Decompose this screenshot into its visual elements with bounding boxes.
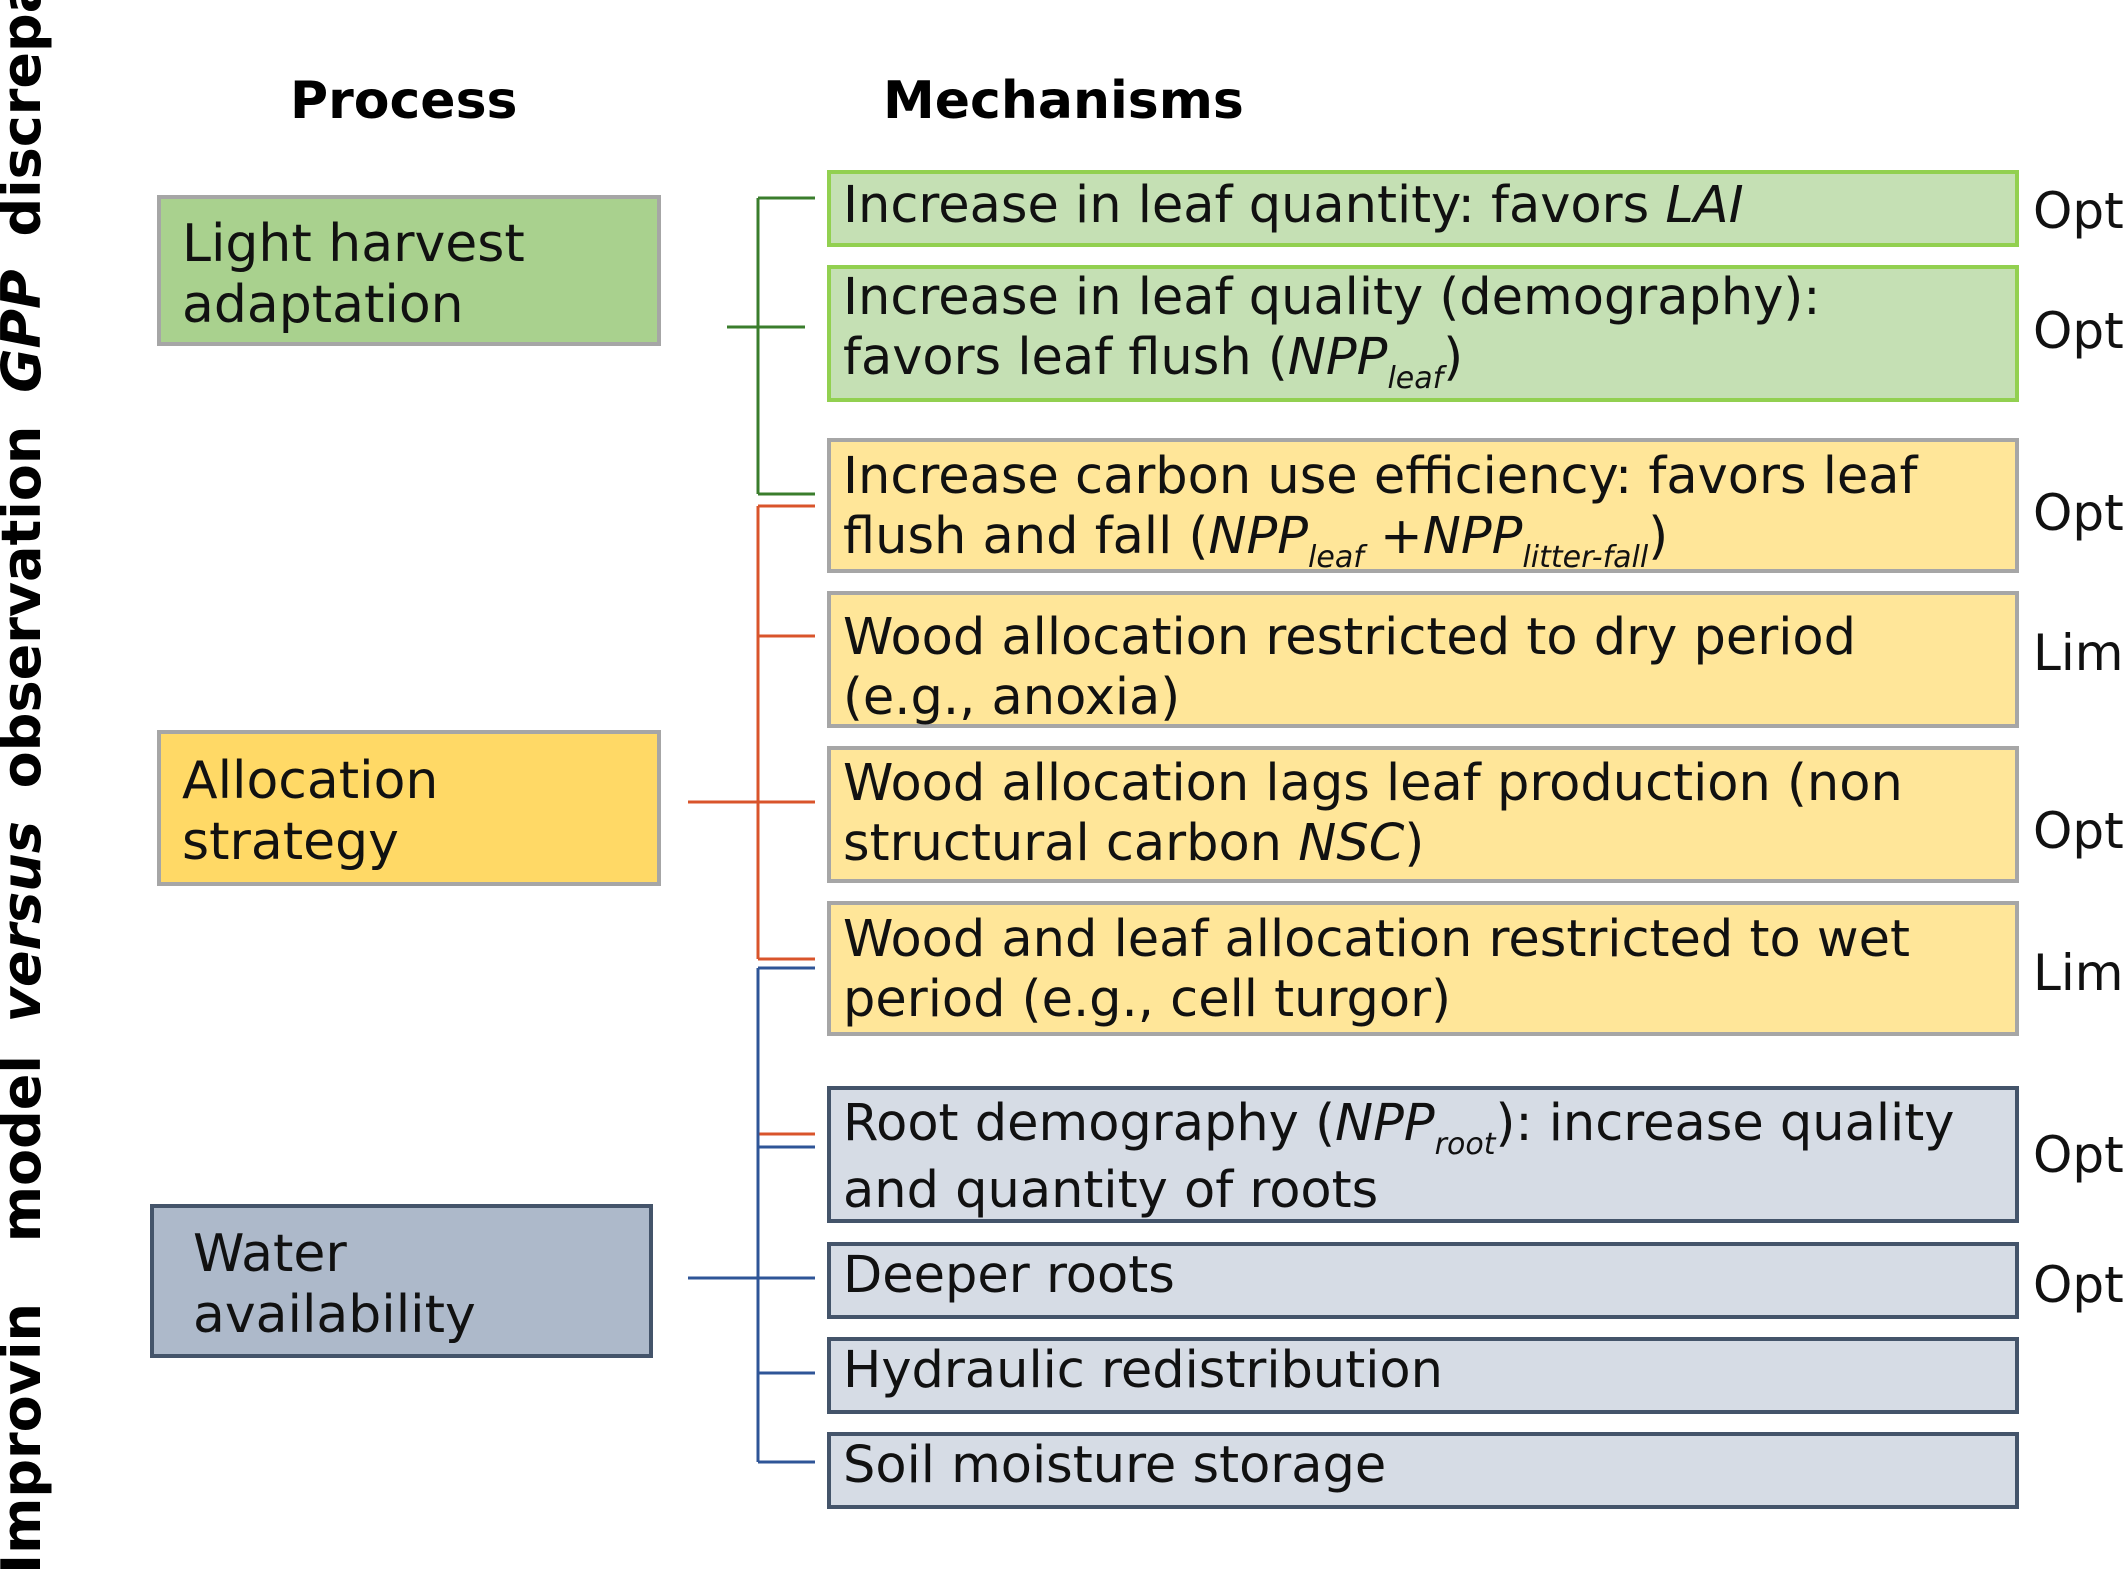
mechanism-root-line1: Root demography (NPProot): increase qual… (843, 1094, 1954, 1162)
mechanism-cue-line1: Increase carbon use efficiency: favors l… (843, 447, 1919, 506)
mechanism-deeper-roots: Deeper roots Opt (827, 1242, 2124, 1319)
mechanism-cue-line2: flush and fall (NPPleaf +NPPlitter-fall) (843, 507, 1668, 575)
process-allocation: Allocation strategy (157, 730, 661, 886)
header-mechanisms: Mechanisms (883, 71, 1244, 131)
tag-opt: Opt (2033, 802, 2124, 860)
mechanism-wood-dry-period: Wood allocation restricted to dry period… (827, 591, 2123, 728)
process-light-line1: Light harvest (182, 214, 525, 274)
tag-opt: Opt (2033, 302, 2124, 360)
mechanism-wet-line2: period (e.g., cell turgor) (843, 970, 1451, 1029)
header-process: Process (290, 71, 517, 131)
process-allocation-line2: strategy (182, 812, 399, 872)
mechanism-carbon-use-efficiency: Increase carbon use efficiency: favors l… (827, 438, 2124, 575)
mechanism-wet-line1: Wood and leaf allocation restricted to w… (843, 910, 1910, 969)
process-water-line1: Water (193, 1224, 347, 1284)
mechanism-leaf-quality-line1: Increase in leaf quality (demography): (843, 268, 1820, 327)
mechanism-hydraulic-text: Hydraulic redistribution (843, 1341, 1443, 1400)
side-title: Improvin model versus observation GPP di… (0, 0, 53, 1574)
mechanism-soil-moisture: Soil moisture storage (827, 1432, 2019, 1509)
process-box-allocation (157, 730, 661, 886)
mechanism-root-line2: and quantity of roots (843, 1161, 1378, 1220)
connector-green (727, 196, 815, 496)
connector-orange (688, 504, 815, 1136)
tag-opt: Opt (2033, 484, 2124, 542)
connector-blue (688, 966, 815, 1464)
process-water: Water availability (150, 1204, 653, 1358)
mechanism-wood-dry-line1: Wood allocation restricted to dry period (843, 608, 1856, 667)
mechanism-leaf-quantity: Increase in leaf quantity: favors LAI Op… (827, 170, 2124, 247)
process-light-line2: adaptation (182, 275, 464, 335)
mechanism-wood-lags-line2: structural carbon NSC) (843, 814, 1424, 873)
process-water-line2: availability (193, 1285, 476, 1345)
process-light-harvest: Light harvest adaptation (157, 195, 661, 346)
mechanism-root-demography: Root demography (NPProot): increase qual… (827, 1086, 2124, 1223)
tag-lim: Lim (2033, 624, 2123, 682)
mechanism-leaf-quality-line2: favors leaf flush (NPPleaf) (843, 328, 1463, 396)
process-allocation-line1: Allocation (182, 751, 438, 811)
mechanism-wet-period: Wood and leaf allocation restricted to w… (827, 901, 2123, 1036)
tag-opt: Opt (2033, 1126, 2124, 1184)
tag-opt: Opt (2033, 182, 2124, 240)
tag-opt: Opt (2033, 1256, 2124, 1314)
mechanism-wood-lags-leaf: Wood allocation lags leaf production (no… (827, 746, 2124, 883)
process-box-light (157, 195, 661, 346)
mechanism-wood-dry-line2: (e.g., anoxia) (843, 668, 1180, 727)
mechanism-leaf-quantity-text: Increase in leaf quantity: favors LAI (843, 176, 1744, 235)
mechanism-hydraulic-redistribution: Hydraulic redistribution (827, 1337, 2019, 1414)
tag-lim: Lim (2033, 944, 2123, 1002)
mechanism-wood-lags-line1: Wood allocation lags leaf production (no… (843, 754, 1903, 813)
mechanism-soil-moisture-text: Soil moisture storage (843, 1436, 1386, 1495)
mechanism-leaf-quality: Increase in leaf quality (demography): f… (827, 265, 2124, 402)
process-box-water (150, 1204, 653, 1358)
mechanism-deeper-roots-text: Deeper roots (843, 1246, 1175, 1305)
